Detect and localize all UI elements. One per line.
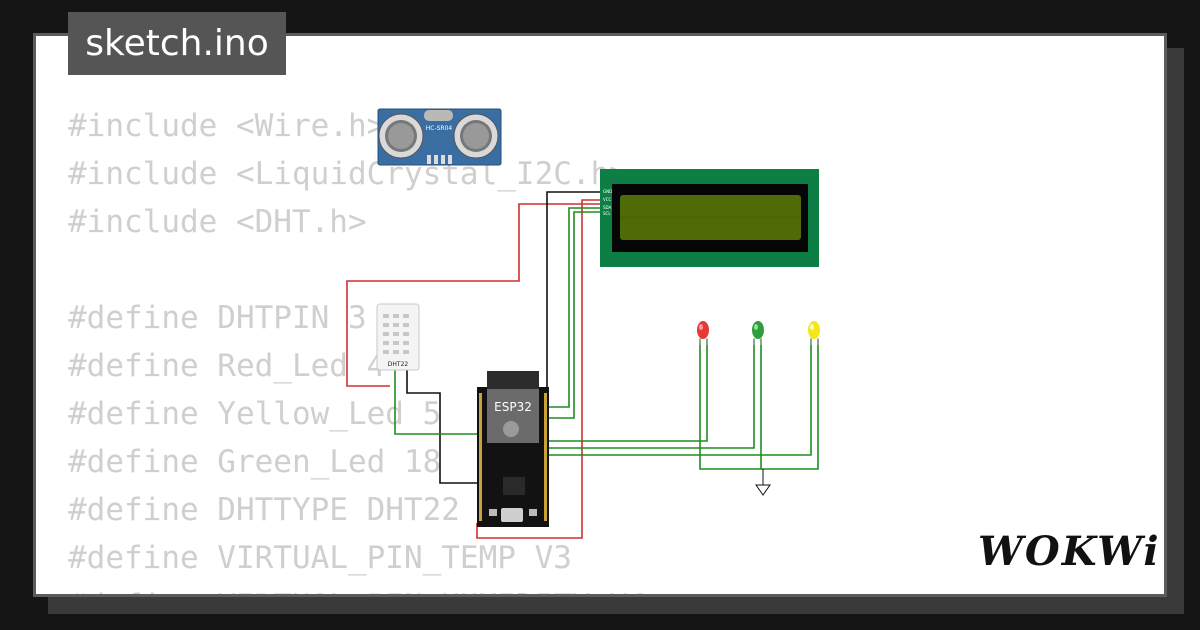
- code-line: #define DHTPIN 3: [68, 300, 367, 336]
- wire-red-led: [548, 339, 708, 442]
- code-line: #define Green_Led 18: [68, 444, 442, 480]
- wire-ground-dht: [406, 369, 477, 484]
- ground-symbol-icon: [755, 484, 771, 496]
- wokwi-logo: WOKWi: [978, 528, 1161, 575]
- code-line: #define DHTTYPE DHT22: [68, 492, 460, 528]
- code-line: #define VIRTUAL_PIN_TEMP V3: [68, 540, 572, 576]
- dht22-sensor: DHT22: [376, 303, 420, 371]
- ultrasonic-model-label: HC-SR04: [426, 125, 453, 132]
- wire-power-lcd: [346, 203, 601, 387]
- wire-scl: [548, 211, 601, 419]
- wire-power-board: [476, 199, 601, 539]
- led-red: [697, 321, 709, 345]
- preview-card: #include <Wire.h>#include <LiquidCrystal…: [33, 33, 1167, 597]
- filename-tab[interactable]: sketch.ino: [68, 12, 286, 75]
- dht22-label: DHT22: [388, 361, 409, 368]
- code-background: #include <Wire.h>#include <LiquidCrystal…: [68, 102, 647, 594]
- code-line: #define VIRTUAL_PIN_HUMIDITY V4: [68, 582, 647, 594]
- code-line: #define Yellow_Led 5: [68, 396, 442, 432]
- led-yellow: [808, 321, 820, 345]
- lcd-pin-vcc: VCC: [603, 197, 612, 202]
- wire-led-ground-bus: [699, 339, 819, 470]
- esp32-board: ESP32: [477, 371, 549, 527]
- wires: [346, 191, 819, 539]
- led-green: [752, 321, 764, 345]
- wire-sda: [548, 207, 601, 408]
- circuit-diagram: HC-SR04 GND VCC SDA SCL: [346, 108, 820, 539]
- ultrasonic-sensor: HC-SR04: [377, 108, 502, 166]
- lcd-display: GND VCC SDA SCL: [600, 169, 819, 267]
- wire-dht-data: [394, 369, 477, 435]
- code-line: #include <DHT.h>: [68, 204, 367, 240]
- wire-yellow-led: [548, 339, 812, 456]
- wire-green-led: [548, 339, 755, 449]
- code-line: #include <Wire.h>: [68, 108, 386, 144]
- lcd-pin-sda: SDA: [603, 205, 612, 210]
- code-line: #define Red_Led 4: [68, 348, 386, 384]
- esp32-label: ESP32: [494, 400, 532, 414]
- dht22-grille: [383, 314, 409, 354]
- lcd-pin-gnd: GND: [603, 189, 612, 194]
- lcd-pin-scl: SCL: [603, 211, 611, 216]
